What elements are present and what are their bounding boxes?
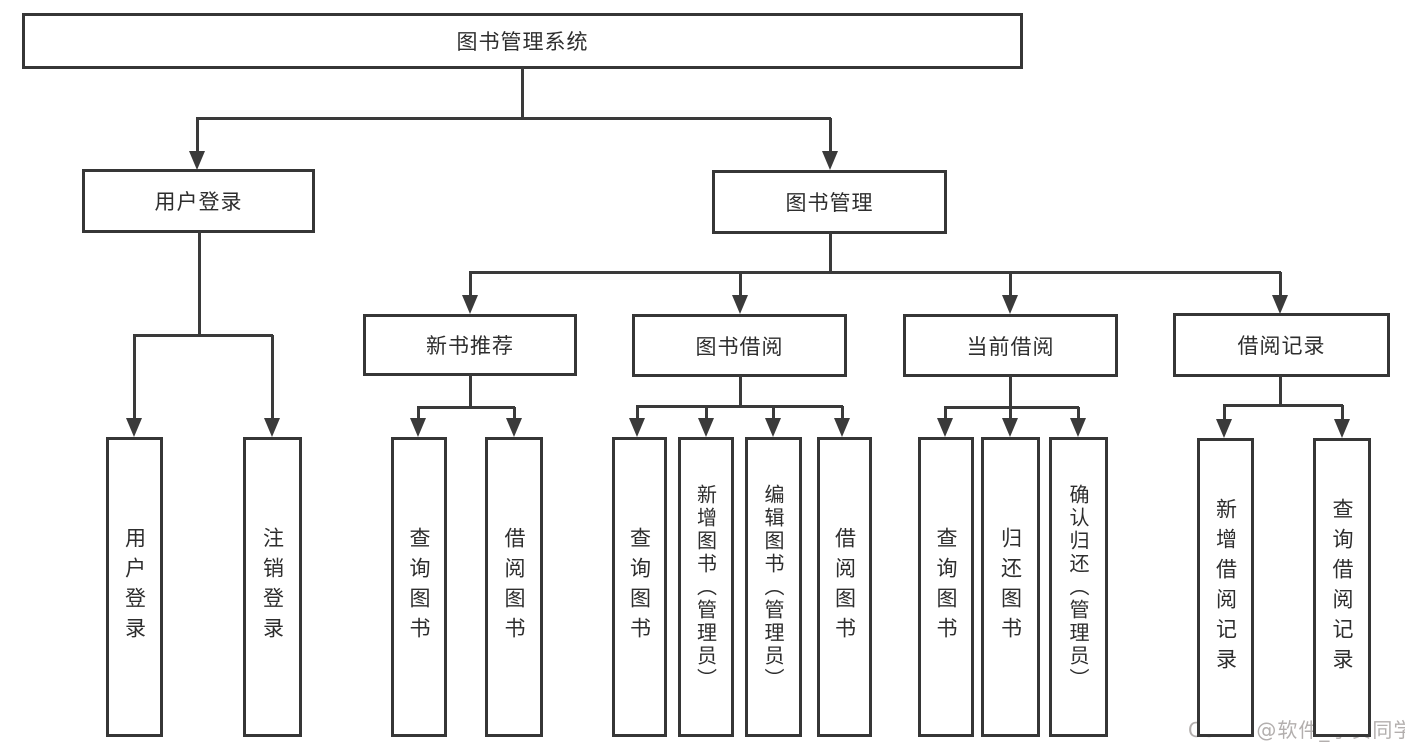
node-cb-return-book: 归还图书: [981, 437, 1040, 737]
node-label-logout: 注销登录: [260, 527, 285, 647]
node-rec-query-book: 查询图书: [391, 437, 447, 737]
node-br-add-record: 新增借阅记录: [1197, 438, 1254, 737]
node-book-mgmt: 图书管理: [712, 170, 947, 234]
arrow-down-icon-book-borrow-2: [765, 418, 781, 437]
node-rec-borrow-book: 借阅图书: [485, 437, 543, 737]
arrow-down-icon-book-mgmt-0: [462, 295, 478, 314]
node-label-bb-query-book: 查询图书: [627, 527, 652, 647]
arrow-down-icon-book-mgmt-1: [732, 295, 748, 314]
connector-drop-new-book-rec-0: [417, 407, 420, 421]
node-cb-confirm: 确认归还（管理员）: [1049, 437, 1108, 737]
connector-drop-root-1: [829, 118, 832, 154]
connector-drop-book-borrow-2: [772, 406, 775, 421]
node-label-rec-query-book: 查询图书: [407, 527, 431, 647]
connector-drop-current-borrow-0: [944, 407, 947, 421]
connector-drop-user-login-0: [133, 335, 136, 421]
arrow-down-icon-user-login-0: [126, 418, 142, 437]
node-label-bb-edit-book: 编辑图书（管理员）: [761, 483, 785, 691]
arrow-down-icon-current-borrow-0: [937, 418, 953, 437]
node-borrow-records: 借阅记录: [1173, 313, 1390, 377]
connector-drop-current-borrow-2: [1077, 407, 1080, 421]
connector-stem-user-login: [198, 231, 201, 335]
connector-drop-book-mgmt-2: [1009, 272, 1012, 298]
connector-stem-borrow-records: [1279, 375, 1282, 405]
node-label-cb-query-book: 查询图书: [934, 527, 958, 647]
node-new-book-rec: 新书推荐: [363, 314, 577, 376]
connector-stem-new-book-rec: [469, 374, 472, 407]
arrow-down-icon-book-borrow-1: [698, 418, 714, 437]
connector-drop-current-borrow-1: [1009, 407, 1012, 421]
node-label-user-login: 用户登录: [154, 190, 243, 214]
arrow-down-icon-root-0: [189, 151, 205, 170]
node-book-borrow: 图书借阅: [632, 314, 847, 377]
node-label-current-borrow: 当前借阅: [966, 334, 1055, 359]
node-label-book-borrow: 图书借阅: [695, 334, 784, 359]
arrow-down-icon-borrow-records-1: [1334, 419, 1350, 438]
node-bb-query-book: 查询图书: [612, 437, 667, 737]
arrow-down-icon-book-mgmt-3: [1272, 295, 1288, 314]
node-label-new-book-rec: 新书推荐: [426, 334, 514, 358]
connector-drop-book-borrow-3: [841, 406, 844, 421]
node-bb-edit-book: 编辑图书（管理员）: [745, 437, 802, 737]
node-label-rec-borrow-book: 借阅图书: [502, 527, 526, 647]
node-label-login: 用户登录: [122, 527, 147, 647]
node-label-cb-return-book: 归还图书: [998, 527, 1023, 647]
node-label-bb-add-book: 新增图书（管理员）: [693, 483, 718, 691]
arrow-down-icon-new-book-rec-0: [410, 418, 426, 437]
node-label-br-query-record: 查询借阅记录: [1330, 497, 1354, 678]
node-label-book-mgmt: 图书管理: [785, 191, 874, 215]
connector-drop-book-borrow-0: [636, 406, 639, 421]
node-bb-borrow-book: 借阅图书: [817, 437, 872, 737]
arrow-down-icon-borrow-records-0: [1216, 419, 1232, 438]
node-cb-query-book: 查询图书: [918, 437, 974, 737]
node-label-cb-confirm: 确认归还（管理员）: [1066, 483, 1090, 691]
connector-branch-borrow-records: [1223, 404, 1343, 407]
connector-branch-new-book-rec: [417, 406, 515, 409]
node-label-borrow-records: 借阅记录: [1237, 334, 1326, 358]
node-label-br-add-record: 新增借阅记录: [1213, 497, 1238, 678]
connector-drop-book-mgmt-0: [469, 272, 472, 298]
connector-drop-book-mgmt-3: [1279, 272, 1282, 298]
arrow-down-icon-new-book-rec-1: [506, 418, 522, 437]
connector-stem-root: [521, 67, 524, 118]
connector-branch-user-login: [133, 334, 273, 337]
connector-branch-book-borrow: [636, 405, 843, 408]
node-current-borrow: 当前借阅: [903, 314, 1118, 377]
connector-drop-borrow-records-1: [1341, 405, 1344, 422]
connector-drop-new-book-rec-1: [513, 407, 516, 421]
connector-drop-user-login-1: [271, 335, 274, 421]
connector-stem-book-borrow: [739, 375, 742, 406]
arrow-down-icon-current-borrow-1: [1002, 418, 1018, 437]
arrow-down-icon-root-1: [822, 151, 838, 170]
connector-stem-book-mgmt: [829, 232, 832, 272]
arrow-down-icon-book-borrow-3: [834, 418, 850, 437]
connector-drop-root-0: [196, 118, 199, 154]
connector-branch-book-mgmt: [469, 271, 1281, 274]
connector-branch-root: [196, 117, 831, 120]
connector-drop-book-mgmt-1: [739, 272, 742, 298]
connector-drop-book-borrow-1: [705, 406, 708, 421]
node-login: 用户登录: [106, 437, 163, 737]
node-root: 图书管理系统: [22, 13, 1023, 69]
connector-stem-current-borrow: [1009, 375, 1012, 407]
arrow-down-icon-book-mgmt-2: [1002, 295, 1018, 314]
node-user-login: 用户登录: [82, 169, 315, 233]
node-label-bb-borrow-book: 借阅图书: [832, 527, 857, 647]
node-logout: 注销登录: [243, 437, 302, 737]
node-br-query-record: 查询借阅记录: [1313, 438, 1371, 737]
node-label-root: 图书管理系统: [456, 30, 589, 54]
connector-drop-borrow-records-0: [1223, 405, 1226, 422]
arrow-down-icon-book-borrow-0: [629, 418, 645, 437]
arrow-down-icon-user-login-1: [264, 418, 280, 437]
node-bb-add-book: 新增图书（管理员）: [678, 437, 734, 737]
arrow-down-icon-current-borrow-2: [1070, 418, 1086, 437]
